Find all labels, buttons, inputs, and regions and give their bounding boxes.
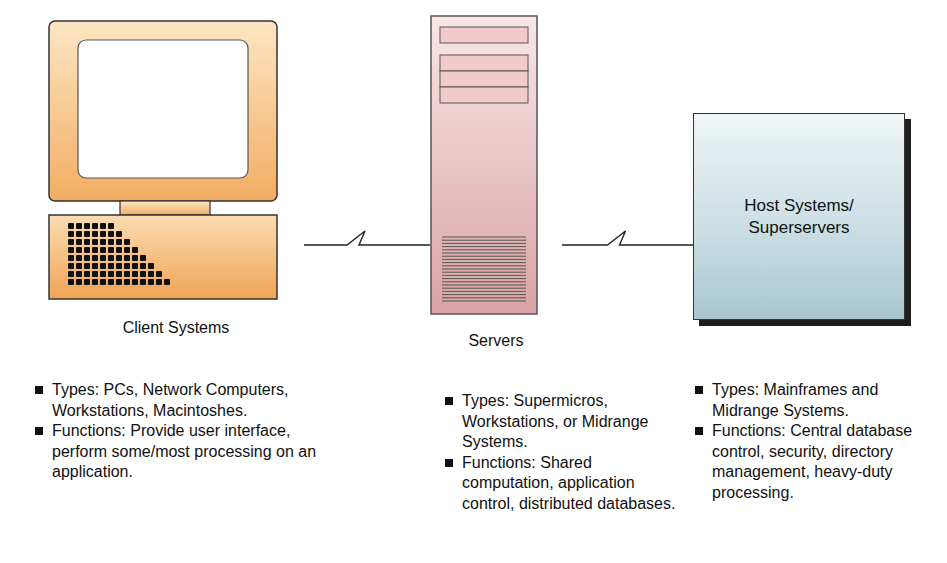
description-text: Functions: Provide user interface, perfo… xyxy=(52,422,316,480)
server-tower: Servers xyxy=(430,15,562,351)
bullet-item: Types: Supermicros, Workstations, or Mid… xyxy=(462,391,682,453)
client-computer: Client Systems xyxy=(48,20,304,338)
bullet-square xyxy=(35,427,43,435)
bullet-item: Types: PCs, Network Computers, Workstati… xyxy=(52,380,324,421)
bullet-item: Functions: Provide user interface, perfo… xyxy=(52,421,324,483)
bullet-item: Functions: Shared computation, applicati… xyxy=(462,453,682,515)
monitor-illustration xyxy=(48,20,280,310)
network-link xyxy=(304,231,430,245)
description-text: Types: PCs, Network Computers, Workstati… xyxy=(52,381,289,419)
bullet-item: Types: Mainframes and Midrange Systems. xyxy=(712,380,942,421)
bullet-square xyxy=(445,459,453,467)
description-text: Functions: Shared computation, applicati… xyxy=(462,454,675,512)
host-system-box: Host Systems/ Superservers xyxy=(693,113,905,320)
description-text: Types: Supermicros, Workstations, or Mid… xyxy=(462,392,648,450)
bullet-square xyxy=(445,397,453,405)
description-text: Types: Mainframes and Midrange Systems. xyxy=(712,381,878,419)
network-link xyxy=(562,231,693,245)
bullet-square xyxy=(695,427,703,435)
bullet-square xyxy=(695,386,703,394)
bullet-item: Functions: Central database control, sec… xyxy=(712,421,942,503)
description-text: Functions: Central database control, sec… xyxy=(712,422,912,501)
bullet-square xyxy=(35,386,43,394)
node-caption: Servers xyxy=(430,331,562,351)
node-caption: Client Systems xyxy=(48,318,304,338)
tower-illustration xyxy=(430,15,538,317)
node-label: Host Systems/ Superservers xyxy=(724,195,874,239)
